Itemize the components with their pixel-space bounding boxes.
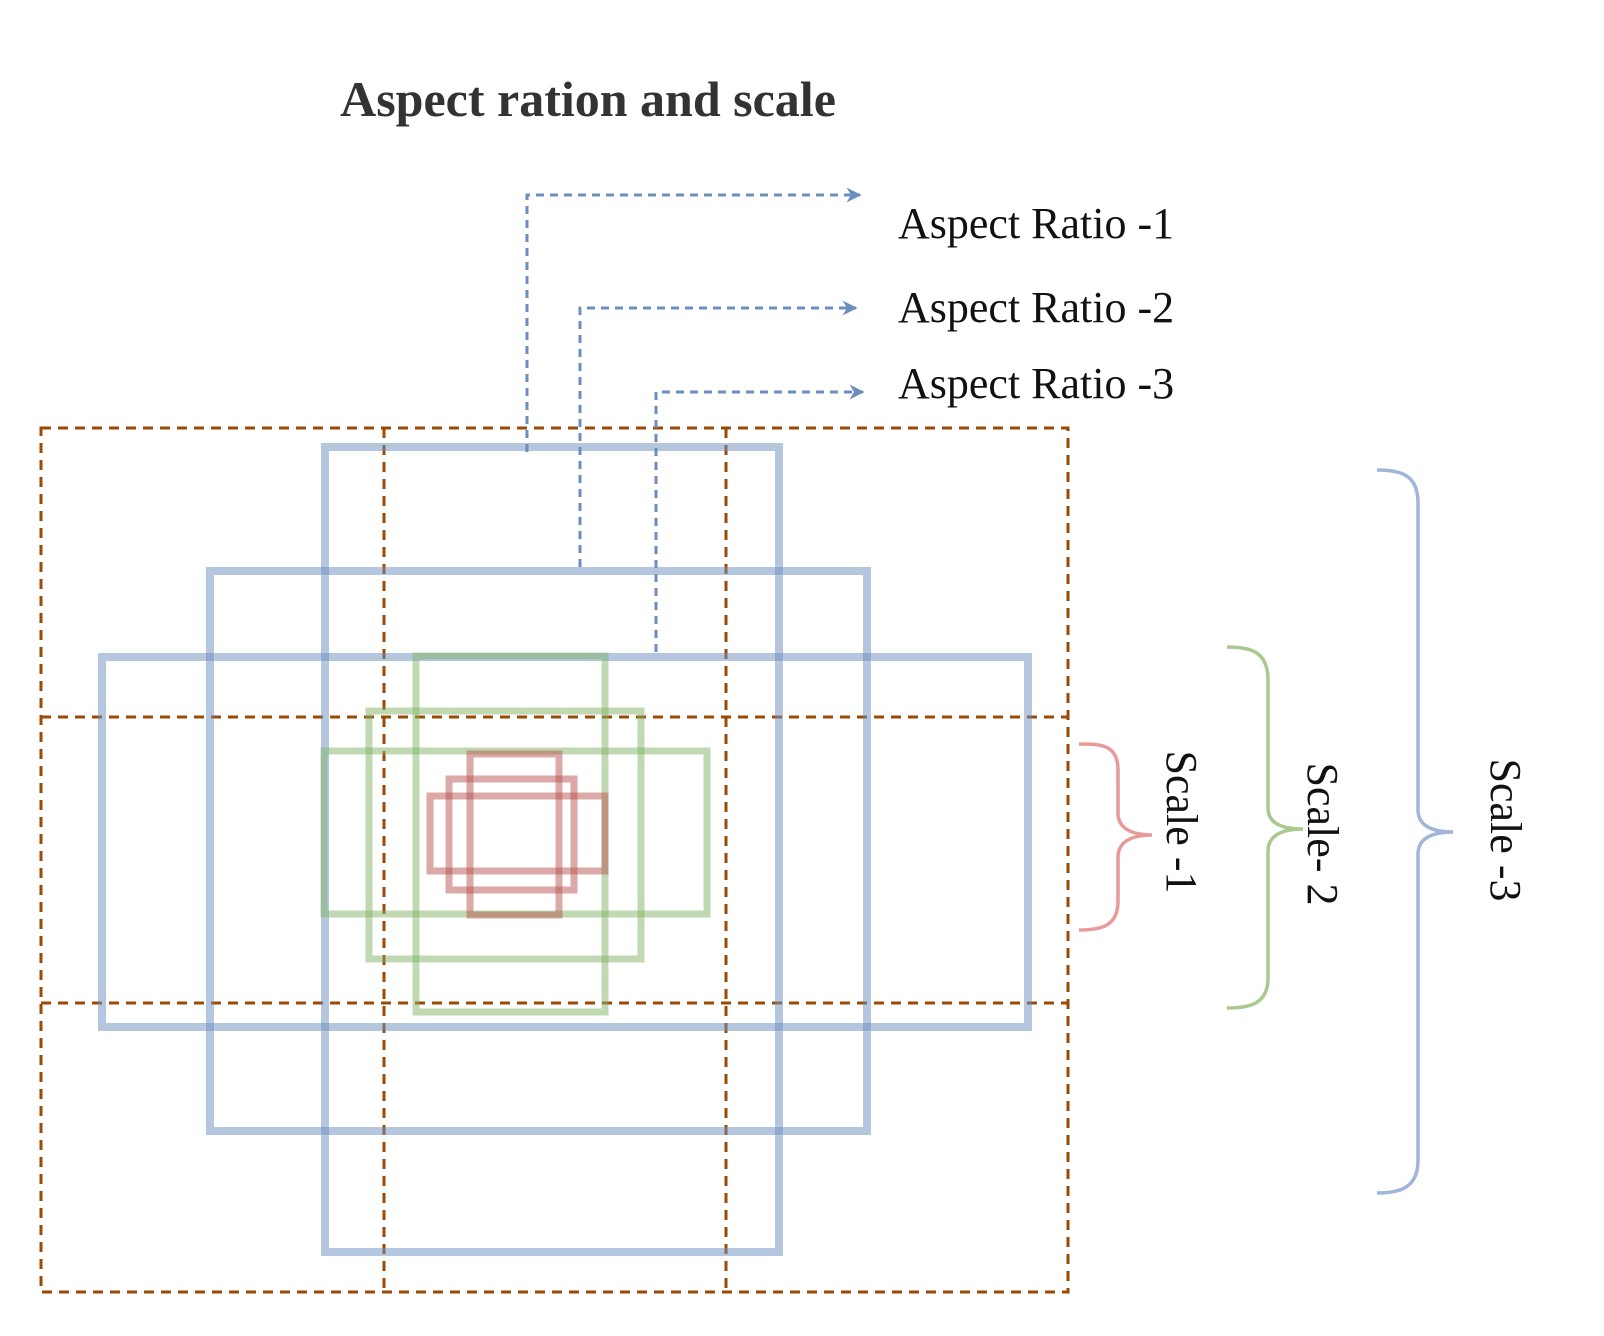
scale-1-boxes	[426, 750, 609, 919]
scale-2-label: Scale- 2	[1298, 763, 1347, 906]
diagram-title: Aspect ration and scale	[340, 71, 836, 127]
scale-3-brace	[1376, 468, 1454, 1195]
anchor-box-scale1-tall	[466, 750, 563, 919]
scale-3-label: Scale -3	[1481, 759, 1530, 902]
scale-1-brace	[1078, 742, 1153, 932]
scale-3-boxes	[98, 443, 1032, 1256]
scale-2-boxes	[320, 652, 711, 1016]
aspect-ratio-1-label: Aspect Ratio -1	[898, 199, 1174, 248]
feature-grid	[39, 426, 1070, 1294]
scale-1-label: Scale -1	[1157, 751, 1206, 894]
anchor-box-scale1-square	[445, 775, 578, 894]
anchor-box-scale2-square	[365, 707, 645, 963]
aspect-ratio-2-label: Aspect Ratio -2	[898, 283, 1174, 332]
grid-outer-border	[39, 426, 1070, 1294]
scale-2-brace	[1226, 645, 1304, 1010]
aspect-ratio-3-arrow	[654, 384, 865, 652]
anchor-box-scale1-wide	[426, 792, 609, 875]
aspect-ratio-arrows	[525, 187, 865, 652]
aspect-ratio-1-arrow	[525, 187, 862, 452]
aspect-ratio-3-label: Aspect Ratio -3	[898, 359, 1174, 408]
anchor-box-scale3-square	[206, 567, 871, 1135]
aspect-ratio-2-arrow	[578, 300, 858, 567]
